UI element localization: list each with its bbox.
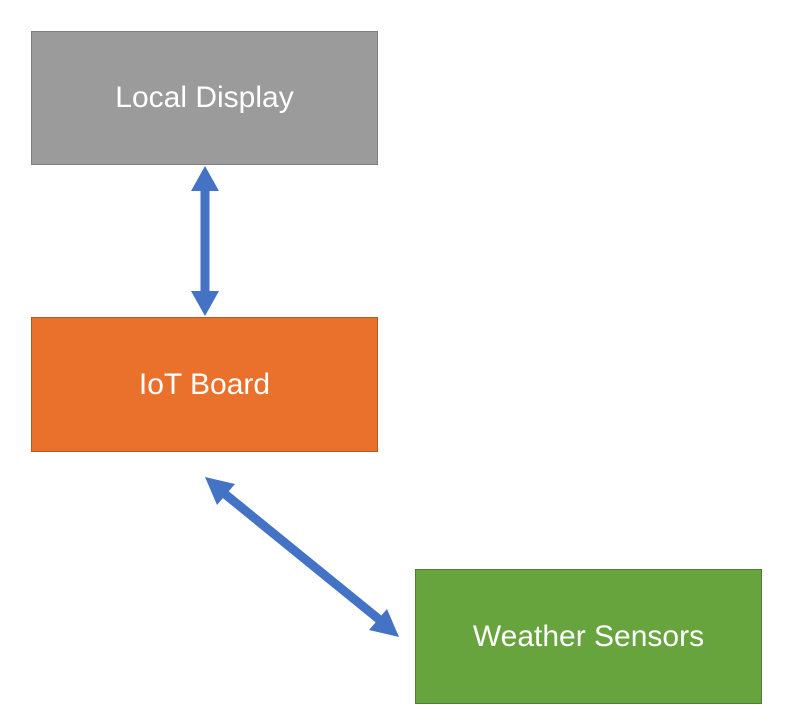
local-display-label: Local Display (115, 81, 294, 114)
iot-board-label: IoT Board (138, 367, 271, 401)
iot-board-box: IoT Board (31, 317, 378, 452)
iot-sensors-double-arrow (205, 477, 399, 637)
display-iot-double-arrow (191, 166, 219, 316)
local-display-box: Local Display (31, 31, 378, 165)
weather-sensors-box: Weather Sensors (415, 569, 762, 704)
weather-sensors-label: Weather Sensors (472, 619, 705, 653)
